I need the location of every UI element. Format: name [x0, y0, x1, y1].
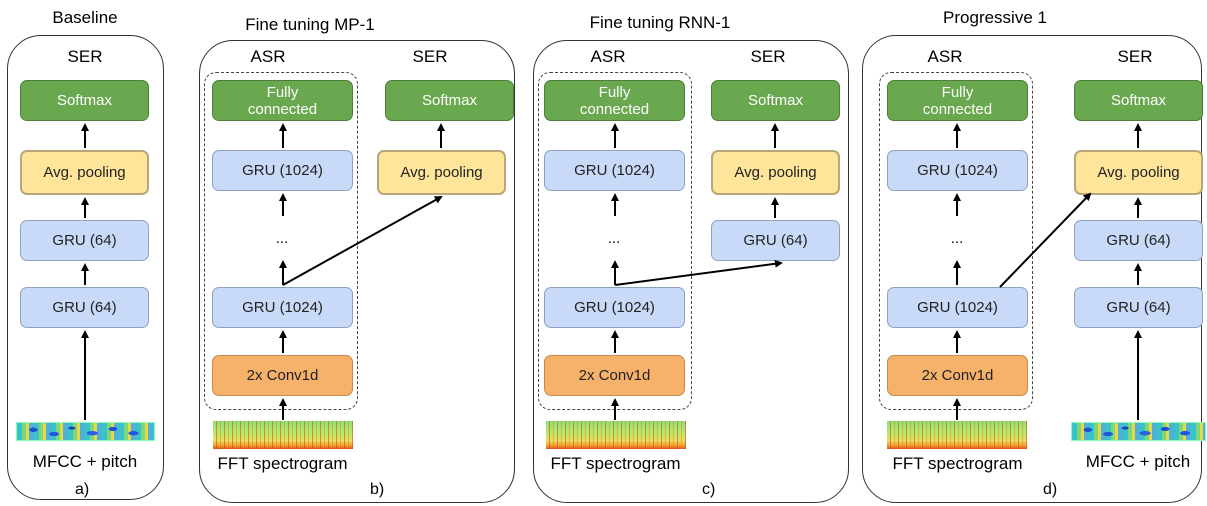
panel-d-fully-connected: Fully connected [887, 80, 1028, 121]
panel-b-ellipsis: ... [275, 230, 289, 247]
panel-d-input-caption-left: FFT spectrogram [892, 454, 1023, 473]
panel-d-spectrogram-image [887, 421, 1027, 449]
panel-d-label: d) [1043, 481, 1058, 498]
panel-a-gru-bottom: GRU (64) [20, 287, 149, 328]
arrow-b-tap-pool [282, 196, 443, 286]
panel-a-avg-pooling: Avg. pooling [20, 150, 149, 195]
panel-c [533, 40, 849, 503]
panel-c-spectrogram-image [546, 421, 686, 449]
panel-b-asr-header: ASR [250, 47, 286, 66]
panel-d-input-caption-right: MFCC + pitch [1085, 452, 1191, 471]
panel-b-title: Fine tuning MP-1 [245, 15, 375, 34]
panel-b-avg-pooling: Avg. pooling [377, 150, 506, 195]
panel-d-avg-pooling: Avg. pooling [1074, 150, 1203, 195]
panel-b-label: b) [370, 481, 385, 498]
panel-c-gru-1024-top: GRU (1024) [544, 150, 685, 191]
panel-a-ser-header: SER [67, 47, 103, 66]
panel-c-asr-header: ASR [590, 47, 626, 66]
panel-d-gru-1024-bottom: GRU (1024) [887, 287, 1028, 328]
panel-b [199, 40, 515, 503]
panel-a-title: Baseline [52, 8, 118, 27]
panel-a-mfcc-image [16, 422, 155, 441]
arrow-c-tap-sergru [614, 259, 783, 286]
panel-a-input-caption: MFCC + pitch [32, 452, 138, 471]
panel-a-softmax: Softmax [20, 80, 149, 121]
panel-b-asr-group [204, 72, 358, 410]
panel-d-ser-gru-bottom: GRU (64) [1074, 287, 1203, 328]
panel-b-conv1d: 2x Conv1d [212, 355, 353, 396]
panel-d-asr-header: ASR [927, 47, 963, 66]
panel-a-label: a) [75, 481, 90, 498]
panel-c-softmax: Softmax [711, 80, 840, 121]
panel-c-gru-1024-bottom: GRU (1024) [544, 287, 685, 328]
panel-b-gru-1024-bottom: GRU (1024) [212, 287, 353, 328]
panel-b-gru-1024-top: GRU (1024) [212, 150, 353, 191]
panel-b-spectrogram-image [213, 421, 353, 449]
panel-d-conv1d: 2x Conv1d [887, 355, 1028, 396]
panel-c-avg-pooling: Avg. pooling [711, 150, 840, 195]
panel-b-fully-connected: Fully connected [212, 80, 353, 121]
panel-b-input-caption: FFT spectrogram [217, 454, 348, 473]
panel-a-gru-top: GRU (64) [20, 220, 149, 261]
panel-b-ser-header: SER [412, 47, 448, 66]
panel-d-ellipsis: ... [950, 230, 964, 247]
panel-c-input-caption: FFT spectrogram [550, 454, 681, 473]
panel-c-ellipsis: ... [607, 230, 621, 247]
panel-c-ser-gru: GRU (64) [711, 220, 840, 261]
panel-c-conv1d: 2x Conv1d [544, 355, 685, 396]
panel-d-title: Progressive 1 [943, 8, 1047, 27]
panel-c-ser-header: SER [750, 47, 786, 66]
panel-c-title: Fine tuning RNN-1 [589, 13, 731, 32]
panel-d-mfcc-image [1071, 422, 1206, 441]
panel-d-ser-gru-top: GRU (64) [1074, 220, 1203, 261]
arrow-d-tap-pool [999, 192, 1092, 288]
panel-c-label: c) [702, 481, 716, 498]
panel-d-softmax: Softmax [1074, 80, 1203, 121]
panel-a [7, 35, 164, 500]
panel-d-gru-1024-top: GRU (1024) [887, 150, 1028, 191]
panel-b-softmax: Softmax [385, 80, 514, 121]
panel-c-fully-connected: Fully connected [544, 80, 685, 121]
panel-d-ser-header: SER [1117, 47, 1153, 66]
panel-d [862, 35, 1202, 503]
